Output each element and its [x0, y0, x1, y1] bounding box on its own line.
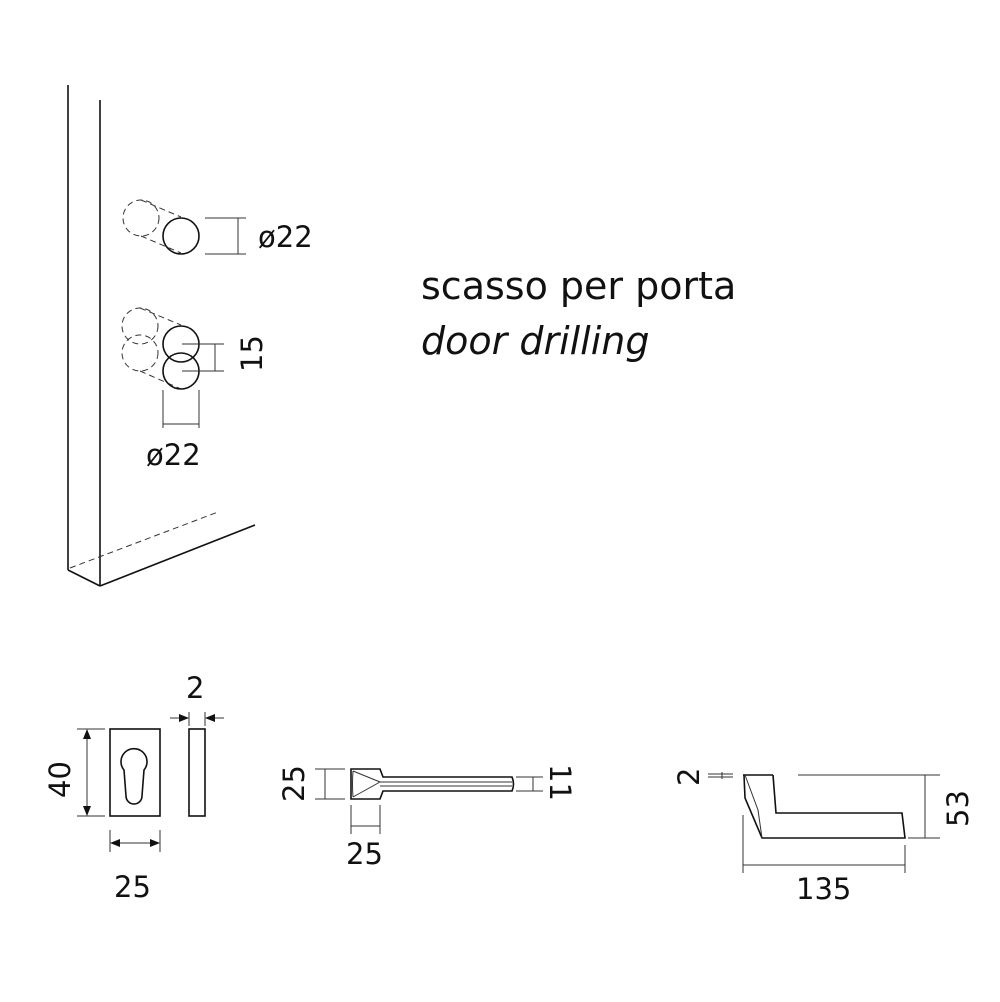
handle-rose-width-label: 25: [346, 837, 383, 871]
escutcheon-width-label: 25: [114, 870, 151, 904]
hole-spacing-label: 15: [235, 335, 269, 372]
handle-height-label: 53: [941, 790, 975, 827]
escutcheon-front: [109, 728, 161, 817]
top-hole-diameter-label: ø22: [258, 220, 313, 254]
escutcheon-thickness-label: 2: [186, 671, 204, 705]
lower-holes: [121, 307, 224, 428]
door-outline: [67, 85, 256, 587]
escutcheon-side: [188, 728, 206, 817]
handle-side-view: [708, 772, 940, 873]
top-hole: [122, 199, 246, 255]
handle-top-view: [315, 768, 543, 834]
escutcheon-height-label: 40: [43, 761, 77, 798]
escutcheon-dimensions: [77, 712, 224, 852]
lever-thickness-label: 11: [543, 764, 577, 801]
rose-thickness-label: 2: [672, 768, 706, 786]
title-english: door drilling: [421, 319, 650, 363]
handle-rose-height-label: 25: [277, 765, 311, 802]
handle-length-label: 135: [796, 872, 851, 906]
title-italian: scasso per porta: [421, 264, 736, 308]
bottom-hole-diameter-label: ø22: [146, 438, 201, 472]
